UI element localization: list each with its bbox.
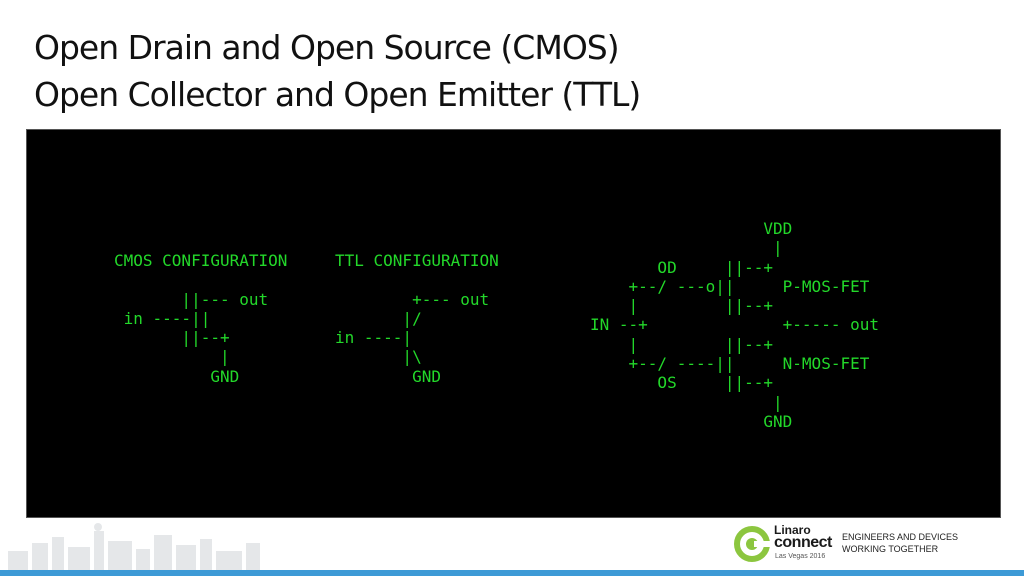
cmos-configuration-diagram: CMOS CONFIGURATION ||--- out in ----|| |… (114, 251, 288, 386)
logo-connect-text: connect (774, 534, 832, 551)
title-line-ttl: Open Collector and Open Emitter (TTL) (34, 75, 641, 114)
open-drain-open-source-diagram: VDD | OD ||--+ +--/ ---o|| P-MOS-FET | |… (590, 219, 879, 431)
linaro-connect-logo: Linaro connect Las Vegas 2016 (734, 523, 844, 567)
las-vegas-skyline-graphic (8, 523, 260, 571)
footer-tagline: ENGINEERS AND DEVICES WORKING TOGETHER (842, 531, 1012, 555)
ttl-configuration-diagram: TTL CONFIGURATION +--- out |/ in ----| |… (335, 251, 499, 386)
linaro-connect-ring-icon (734, 526, 770, 562)
logo-linaro-text: Linaro (774, 523, 811, 537)
tagline-line-1: ENGINEERS AND DEVICES (842, 532, 959, 542)
terminal-screenshot: CMOS CONFIGURATION ||--- out in ----|| |… (26, 129, 1001, 518)
tagline-line-2: WORKING TOGETHER (842, 544, 939, 554)
footer-accent-bar (0, 570, 1024, 576)
title-line-cmos: Open Drain and Open Source (CMOS) (34, 28, 620, 67)
logo-location-text: Las Vegas 2016 (775, 553, 826, 560)
slide-title: Open Drain and Open Source (CMOS) Open C… (34, 24, 641, 118)
